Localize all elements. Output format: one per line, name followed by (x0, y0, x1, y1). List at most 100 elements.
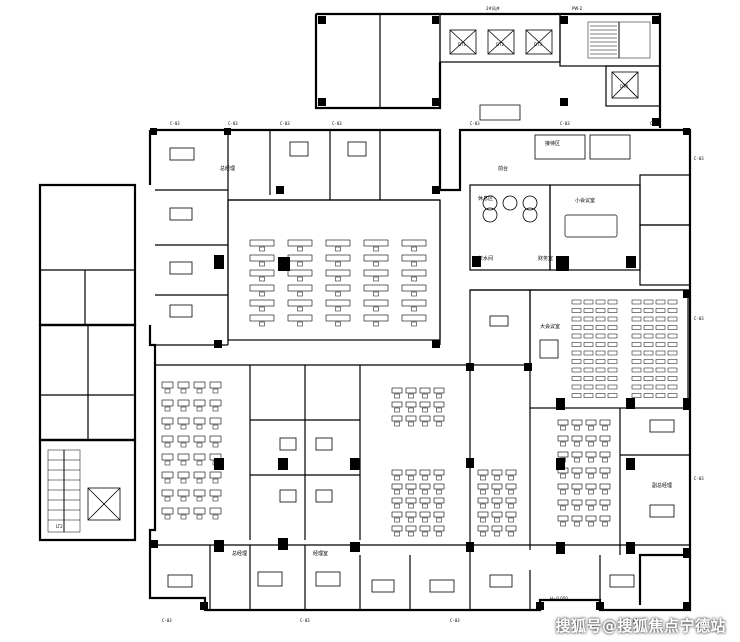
workstation-desk (599, 435, 611, 442)
workstation-desk (401, 239, 427, 247)
workstation-desk (401, 269, 427, 277)
auditorium-seat (643, 308, 654, 313)
office-chair (602, 505, 608, 511)
auditorium-seat (655, 342, 666, 347)
auditorium-seat (571, 299, 582, 305)
workstation-desk (209, 453, 222, 461)
office-chair (422, 503, 428, 509)
workstation-desk (433, 469, 445, 476)
office-chair (259, 276, 265, 282)
office-chair (574, 441, 580, 447)
workstation-desk (419, 415, 431, 422)
auditorium-seat (631, 376, 642, 381)
office-chair (180, 388, 187, 394)
auditorium-seat (583, 299, 594, 305)
workstation-desk (405, 469, 417, 476)
workstation-desk (363, 314, 389, 322)
office-chair (411, 321, 417, 327)
office-chair (335, 246, 341, 252)
svg-text:DT2: DT2 (496, 42, 505, 47)
office-chair (297, 321, 303, 327)
workstation-desk (557, 499, 569, 506)
office-chair (373, 321, 379, 327)
office-chair (422, 421, 428, 427)
auditorium-seat (631, 299, 642, 305)
svg-text:PW-2: PW-2 (572, 6, 583, 11)
elevator-core (87, 29, 639, 521)
workstation-desk (433, 483, 445, 490)
workstation-desk (405, 525, 417, 532)
office-chair (436, 475, 442, 481)
office-chair (411, 276, 417, 282)
workstation-desk (585, 435, 597, 442)
office-chair (180, 406, 187, 412)
auditorium-seat (655, 333, 666, 339)
auditorium-seat (571, 333, 582, 339)
office-chair (164, 424, 171, 430)
workstation-desk (249, 254, 275, 262)
svg-text:2#风井: 2#风井 (486, 5, 500, 11)
svg-text:C-03: C-03 (280, 121, 290, 126)
office-chair (408, 393, 414, 399)
office-chair (212, 406, 219, 412)
office-chair (408, 421, 414, 427)
auditorium-seat (655, 308, 666, 313)
office-chair (335, 291, 341, 297)
level-mark: H=0.050 (550, 596, 568, 601)
label-gm-office: 总经理 (232, 550, 247, 557)
workstation-desk (405, 401, 417, 408)
label-conference: 大会议室 (540, 323, 560, 330)
auditorium-seat (583, 316, 594, 322)
svg-text:C-03: C-03 (694, 156, 704, 161)
office-chair (180, 514, 187, 520)
workstation-clusters (161, 239, 611, 537)
auditorium-seat (571, 308, 582, 313)
auditorium-seat (571, 325, 582, 330)
office-chair (480, 531, 486, 537)
office-chair (335, 276, 341, 282)
office-chair (196, 478, 203, 484)
workstation-desk (557, 419, 569, 426)
office-chair (560, 521, 566, 527)
office-chair (164, 388, 171, 394)
auditorium-seat (667, 308, 678, 313)
workstation-desk (249, 239, 275, 247)
auditorium-seat (583, 333, 594, 339)
workstation-desk (363, 254, 389, 262)
office-chair (436, 517, 442, 523)
office-chair (259, 246, 265, 252)
auditorium-seat (607, 376, 618, 381)
office-chair (422, 531, 428, 537)
workstation-desk (193, 471, 206, 479)
office-chair (602, 457, 608, 463)
office-chair (422, 393, 428, 399)
office-chair (259, 306, 265, 312)
auditorium-seat (607, 316, 618, 322)
workstation-desk (177, 381, 190, 389)
auditorium-seat (607, 308, 618, 313)
workstation-desk (571, 483, 583, 490)
auditorium-seat (607, 333, 618, 339)
workstation-desk (419, 525, 431, 532)
reception-desk (479, 104, 631, 160)
auditorium-seat (667, 316, 678, 322)
workstation-desk (401, 314, 427, 322)
workstation-desk (401, 254, 427, 262)
workstation-desk (161, 453, 174, 461)
workstation-desk (363, 269, 389, 277)
workstation-desk (287, 269, 313, 277)
office-chair (297, 261, 303, 267)
office-chair (164, 514, 171, 520)
workstation-desk (571, 451, 583, 458)
auditorium-seat (583, 350, 594, 356)
office-chair (180, 478, 187, 484)
office-chair (335, 321, 341, 327)
auditorium-seat (571, 342, 582, 347)
office-chair (297, 246, 303, 252)
office-chair (508, 503, 514, 509)
workstation-desk (419, 387, 431, 394)
office-chair (394, 421, 400, 427)
auditorium-seat (631, 333, 642, 339)
workstation-desk (249, 284, 275, 292)
stair-tag: LT2 (56, 524, 63, 529)
